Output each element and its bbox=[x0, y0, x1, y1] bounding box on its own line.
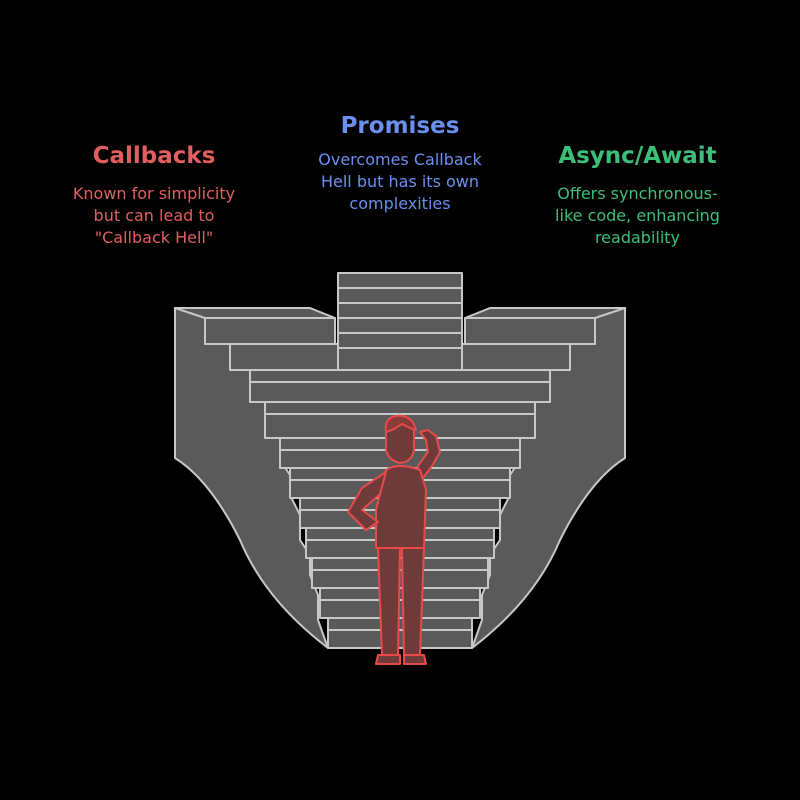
callbacks-description: Known for simplicity but can lead to "Ca… bbox=[40, 183, 268, 249]
promises-desc-line-3: complexities bbox=[349, 194, 451, 213]
person-scratching-head-icon bbox=[347, 414, 441, 665]
callbacks-section: Callbacks Known for simplicity but can l… bbox=[40, 143, 268, 249]
person-hip-arm bbox=[347, 471, 387, 531]
callbacks-desc-line-1: Known for simplicity bbox=[72, 184, 236, 203]
promises-title: Promises bbox=[340, 113, 460, 139]
callbacks-desc-line-2: but can lead to bbox=[93, 206, 215, 225]
async-desc-line-3: readability bbox=[594, 228, 681, 247]
person-left-foot bbox=[375, 654, 401, 665]
async-desc-line-1: Offers synchronous- bbox=[557, 184, 718, 203]
async-desc-line-2: like code, enhancing bbox=[555, 206, 720, 225]
promises-section: Promises Overcomes Callback Hell but has… bbox=[285, 113, 515, 215]
left-step-top-1 bbox=[174, 307, 336, 319]
right-step-1 bbox=[464, 317, 596, 345]
stair-1 bbox=[249, 369, 551, 403]
person-left-leg bbox=[377, 547, 401, 656]
left-step-2 bbox=[229, 343, 339, 371]
promises-description: Overcomes Callback Hell but has its own … bbox=[285, 149, 515, 215]
right-step-2 bbox=[461, 343, 571, 371]
person-right-foot bbox=[403, 654, 427, 665]
person-raised-arm bbox=[417, 429, 441, 483]
person-right-leg bbox=[401, 547, 425, 656]
left-step-1 bbox=[204, 317, 336, 345]
center-tower bbox=[337, 272, 463, 371]
promises-desc-line-2: Hell but has its own bbox=[320, 172, 480, 191]
async-await-section: Async/Await Offers synchronous- like cod… bbox=[530, 143, 745, 249]
right-step-top-1 bbox=[464, 307, 626, 319]
callbacks-desc-line-3: "Callback Hell" bbox=[94, 228, 214, 247]
async-await-description: Offers synchronous- like code, enhancing… bbox=[530, 183, 745, 249]
promises-desc-line-1: Overcomes Callback bbox=[318, 150, 482, 169]
async-await-title: Async/Await bbox=[558, 143, 717, 169]
callbacks-title: Callbacks bbox=[92, 143, 216, 169]
stair-9 bbox=[327, 617, 473, 649]
